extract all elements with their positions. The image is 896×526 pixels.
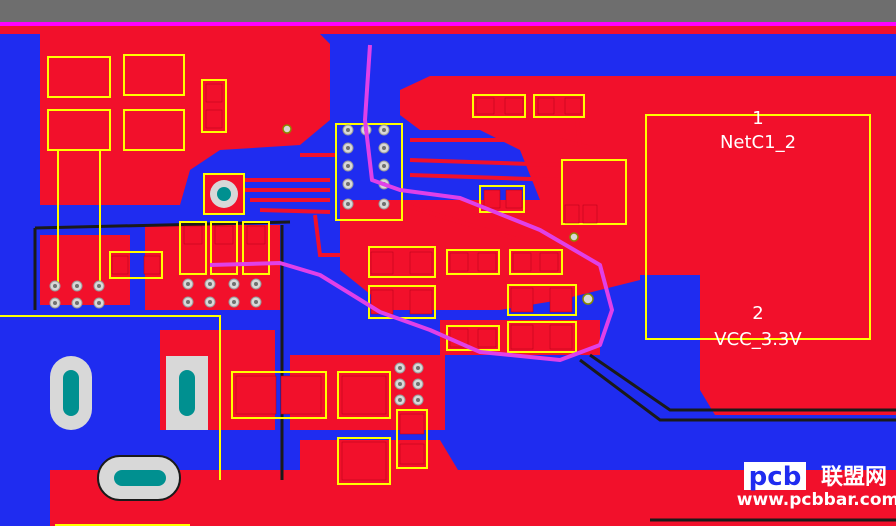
highlighted-trace: [209, 44, 614, 362]
mounting-hole: [203, 173, 245, 215]
watermark-cn-text: 联盟网: [821, 465, 887, 490]
board-outline-strip: [0, 0, 896, 24]
pin1-number: 1: [752, 108, 763, 129]
pin1-net-label: NetC1_2: [720, 132, 796, 153]
connector-label-group: 1 NetC1_2 2 VCC_3.3V: [714, 108, 802, 350]
top-signal-traces: [240, 98, 601, 257]
watermark-url: www.pcbbar.com: [737, 490, 896, 510]
watermark: pcb 联盟网 www.pcbbar.com: [737, 462, 896, 510]
power-jack: [50, 356, 208, 501]
watermark-logo: pcb: [749, 462, 802, 492]
vias: [282, 124, 594, 305]
smd-pads: [111, 83, 598, 481]
pin2-number: 2: [752, 303, 763, 324]
pin2-net-label: VCC_3.3V: [714, 329, 802, 350]
watermark-logo-box: [744, 462, 806, 490]
silkscreen-components: [0, 54, 871, 526]
keepout-top-edge: [0, 22, 896, 26]
through-hole-pads: [49, 124, 424, 406]
